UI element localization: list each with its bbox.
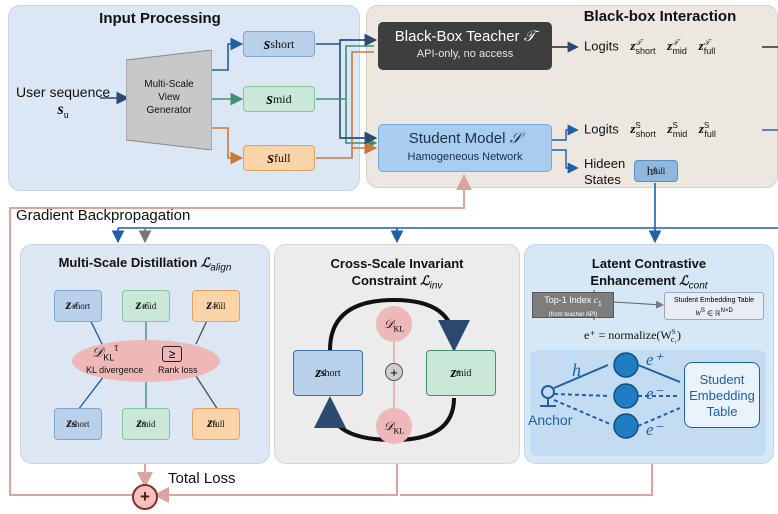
teacher-label: Black-Box Teacher bbox=[394, 28, 520, 45]
student-sub: Hamogeneous Network bbox=[407, 151, 523, 163]
top1-index-box: Top-1 Index c1 (from teacher API) bbox=[532, 292, 614, 318]
kl-rank-ellipse bbox=[72, 340, 220, 382]
arrow-mid-to-models bbox=[316, 45, 374, 143]
arrow-short-to-models bbox=[316, 39, 374, 138]
arrow-gen-to-short bbox=[211, 37, 244, 71]
arrow-student-hidden bbox=[552, 149, 579, 174]
input-panel-title: Input Processing bbox=[99, 10, 221, 27]
arrow-cont-total bbox=[400, 464, 653, 496]
contrastive-title: Latent Contrastive Enhancement ℒcont bbox=[590, 256, 708, 292]
e-minus-label-1: e⁻ bbox=[646, 384, 663, 403]
e-plus-node bbox=[613, 352, 639, 378]
distillation-title: Multi-Scale Distillation ℒalign bbox=[58, 255, 232, 274]
view-generator-label: Multi-Scale View Generator bbox=[144, 79, 194, 116]
plus-circle: + bbox=[385, 363, 403, 381]
invariant-top-arc bbox=[328, 297, 470, 352]
anchor-icon bbox=[541, 385, 555, 399]
h-label: h bbox=[572, 360, 581, 380]
arrow-inv-total bbox=[153, 464, 398, 503]
total-loss-plus: + bbox=[140, 487, 150, 506]
user-sequence-label: User sequence su bbox=[16, 84, 110, 124]
total-loss-label: Total Loss bbox=[168, 470, 236, 487]
student-logits: Logits zSshort zSmid zSfull bbox=[584, 121, 716, 139]
e-plus-label: e⁺ bbox=[646, 350, 663, 369]
anchor-label: Anchor bbox=[528, 412, 573, 428]
kl-top-circle: 𝒟KL bbox=[376, 306, 412, 342]
contrast-diagram bbox=[540, 352, 681, 439]
student-embedding-table: Student Embedding Table bbox=[684, 362, 760, 428]
blackbox-panel-title: Black-box Interaction bbox=[583, 8, 737, 25]
teacher-logits: Logits z𝒯short z𝒯mid z𝒯full bbox=[584, 38, 716, 56]
e-minus-label-2: e⁻ bbox=[646, 420, 663, 439]
gradient-backprop-label: Gradient Backpropagation bbox=[16, 207, 191, 224]
arrow-full-to-models bbox=[316, 51, 374, 158]
kl-symbol: 𝒟KLτ bbox=[92, 343, 119, 363]
teacher-sub: API-only, no access bbox=[416, 48, 514, 60]
student-label: Student Model bbox=[408, 130, 506, 147]
invariant-title: Cross-Scale Invariant Constraint ℒinv bbox=[330, 256, 464, 292]
student-box: Student Model 𝒮 Hamogeneous Network bbox=[378, 124, 552, 172]
e-minus-node-2 bbox=[613, 413, 639, 439]
arrow-gen-to-full bbox=[211, 127, 244, 165]
kl-bottom-circle: 𝒟KL bbox=[376, 408, 412, 444]
emb-table-small-box: Student Embedding Table WS ∈ ℝN×D bbox=[664, 292, 764, 320]
eplus-formula: e⁺ = normalize(WSc₁) bbox=[584, 328, 681, 345]
rank-icon: ≥ bbox=[162, 346, 182, 362]
user-sequence-text: User sequence bbox=[16, 84, 111, 100]
gradient-backprop-line bbox=[9, 174, 472, 496]
rank-caption: Rank loss bbox=[158, 365, 198, 375]
user-sequence-symbol: su bbox=[57, 101, 69, 122]
kl-caption: KL divergence bbox=[86, 365, 144, 375]
arrow-student-logits bbox=[552, 124, 579, 141]
teacher-box: Black-Box Teacher 𝒯 API-only, no access bbox=[378, 22, 552, 70]
hidden-states-label: Hideen States bbox=[584, 156, 626, 187]
e-minus-node-1 bbox=[613, 383, 639, 409]
view-generator-trapezoid bbox=[126, 50, 212, 150]
total-loss-circle bbox=[132, 484, 158, 510]
